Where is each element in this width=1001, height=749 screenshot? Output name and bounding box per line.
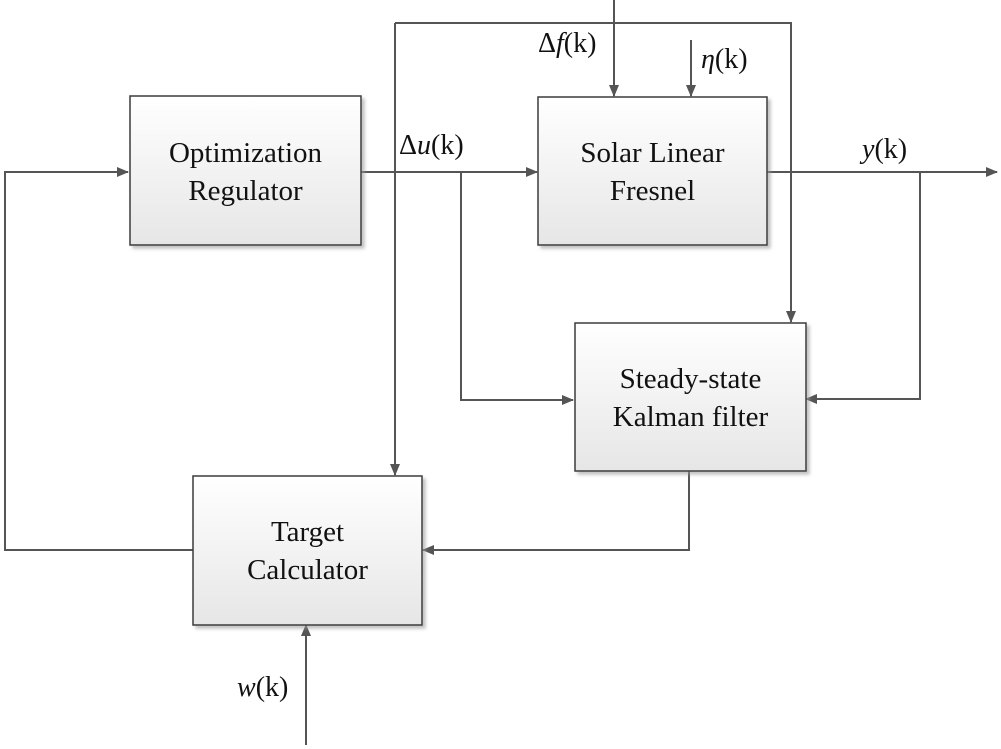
solar-linear-fresnel-block: Solar Linear Fresnel [537,96,768,246]
optimization-regulator-line2: Regulator [188,175,303,207]
delta-u-to-kalman-wire [460,172,574,405]
solar-linear-fresnel-line1: Solar Linear [580,137,724,169]
kalman-filter-block: Steady-state Kalman filter [574,322,807,472]
eta-label: η(k) [701,44,748,75]
optimization-regulator-line1: Optimization [169,137,323,169]
target-calculator-line1: Target [271,516,344,548]
y-to-kalman-wire [805,172,921,404]
target-calculator-block: Target Calculator [192,475,423,626]
delta-f-label: Δf(k) [538,28,596,59]
y-label: y(k) [859,134,907,165]
target-calculator-line2: Calculator [247,554,368,586]
target-to-regulator-wire [4,167,193,551]
w-label: w(k) [237,672,288,703]
kalman-filter-line2: Kalman filter [613,401,769,433]
kalman-to-target-wire [422,471,690,555]
delta-u-label: Δu(k) [399,130,464,161]
solar-linear-fresnel-line2: Fresnel [610,175,695,207]
top-loop-to-kalman-wire [395,22,796,323]
kalman-filter-line1: Steady-state [620,363,762,395]
optimization-regulator-block: Optimization Regulator [129,95,362,246]
